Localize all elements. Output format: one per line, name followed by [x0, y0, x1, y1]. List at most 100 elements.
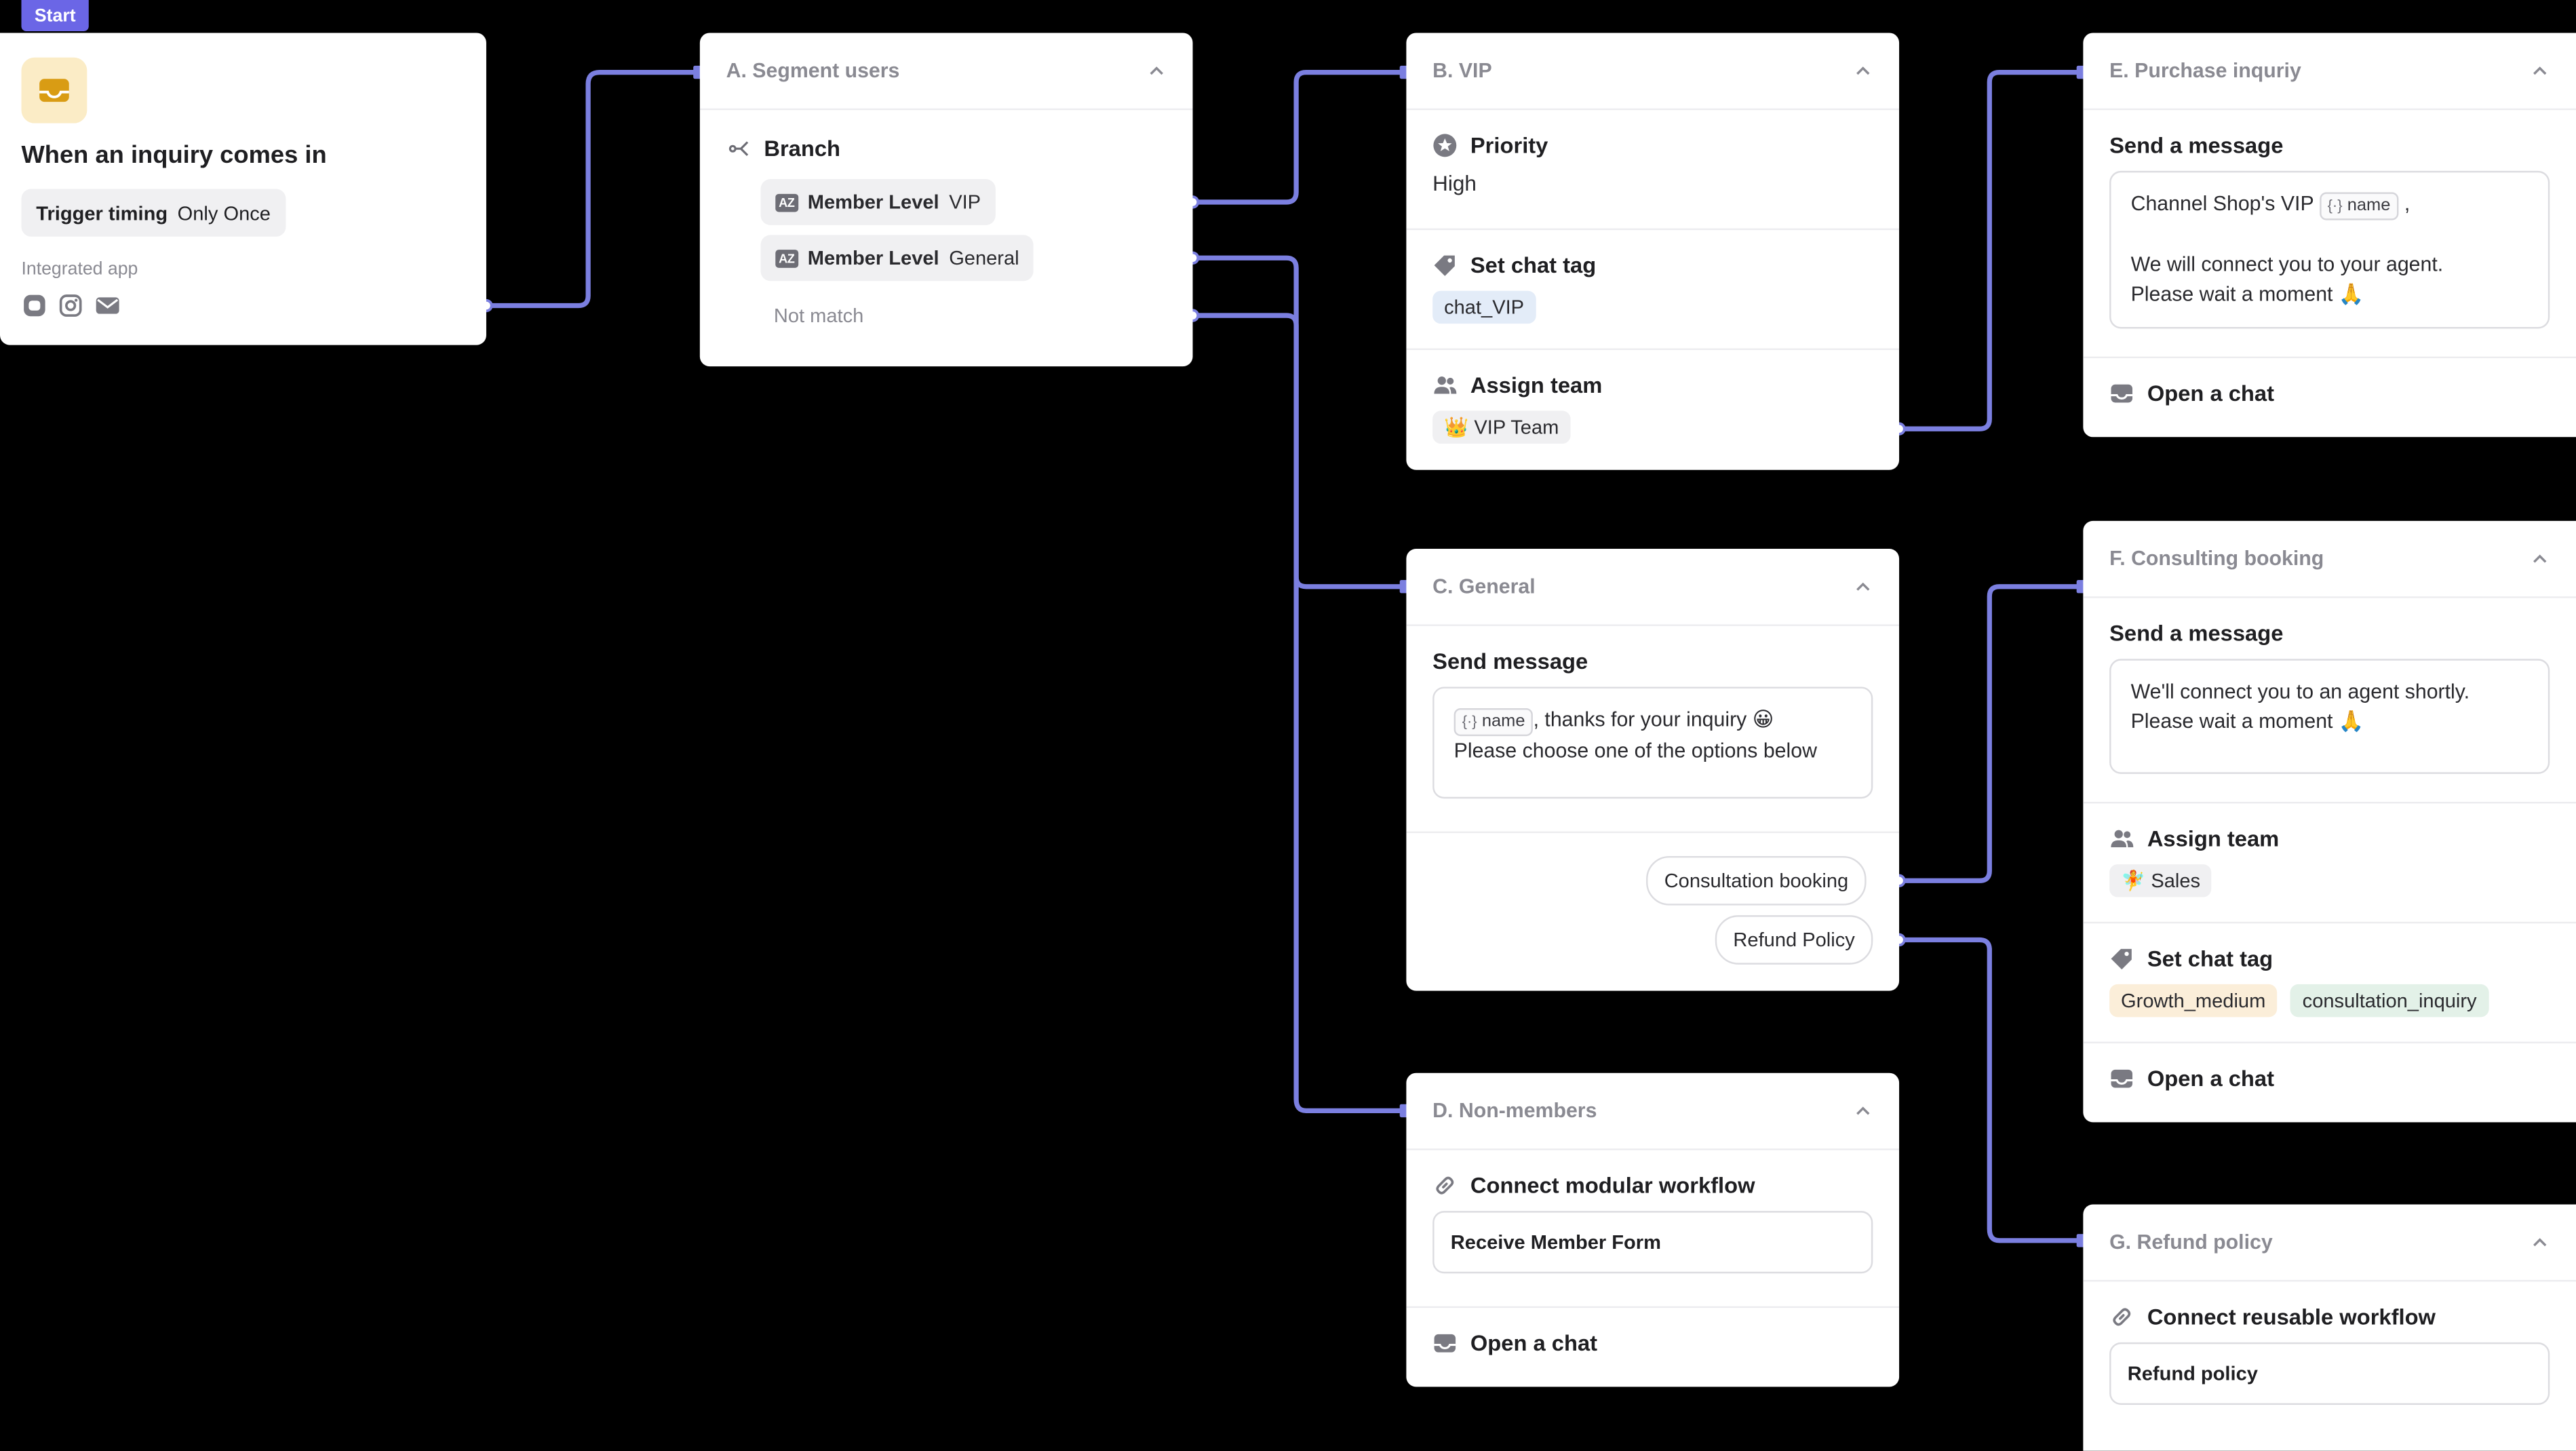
wire-vip-to-b [1192, 69, 1407, 205]
refund-policy-header[interactable]: G. Refund policy [2083, 1204, 2576, 1282]
chat-tag-label: Set chat tag [1470, 253, 1597, 278]
message-line-2: Please choose one of the options below [1453, 739, 1817, 762]
refund-policy-card[interactable]: G. Refund policy Connect reusable workfl… [2083, 1204, 2576, 1451]
message-suffix: , [2404, 192, 2411, 216]
message-line-1: , thanks for your inquiry 😀 [1533, 708, 1774, 731]
link-icon [2113, 1308, 2131, 1326]
team-icon [2111, 830, 2134, 848]
branch-not-match[interactable]: Not match [773, 304, 864, 328]
chat-tag-chip: chat_VIP [1432, 290, 1536, 324]
connect-workflow-label: Connect modular workflow [1470, 1173, 1755, 1198]
send-message-section[interactable]: Send a message Channel Shop's VIP {·}nam… [2083, 110, 2576, 359]
name-variable: {·}name [1453, 708, 1534, 737]
instagram-icon [59, 294, 82, 317]
assign-team-section[interactable]: Assign team 🧚 Sales [2083, 803, 2576, 924]
tag-icon [1434, 255, 1455, 276]
send-message-label: Send message [1432, 649, 1588, 674]
branch-option-key: Member Level [807, 190, 939, 214]
message-body[interactable]: {·}name, thanks for your inquiry 😀 Pleas… [1432, 686, 1873, 799]
segment-users-card[interactable]: A. Segment users Branch AZ Member Level … [699, 33, 1193, 367]
variable-braces-icon: {·} [1462, 713, 1477, 730]
open-chat-section[interactable]: Open a chat [1406, 1308, 1899, 1378]
collapse-chevron-icon[interactable] [1853, 577, 1873, 596]
workflow-refund-policy[interactable]: Refund policy [2109, 1342, 2550, 1405]
segment-users-header[interactable]: A. Segment users [699, 33, 1193, 111]
trigger-timing-chip[interactable]: Trigger timing Only Once [21, 189, 286, 237]
consultation-booking-button[interactable]: Consultation booking [1646, 855, 1867, 906]
consulting-booking-header[interactable]: F. Consulting booking [2083, 521, 2576, 598]
collapse-chevron-icon[interactable] [1853, 1101, 1873, 1121]
refund-policy-button[interactable]: Refund Policy [1715, 915, 1873, 965]
start-tag: Start [21, 0, 89, 32]
branch-icon [728, 141, 749, 157]
connect-workflow-section[interactable]: Connect modular workflow Receive Member … [1406, 1150, 1900, 1309]
chat-tag-section[interactable]: Set chat tag chat_VIP [1406, 230, 1900, 350]
message-body[interactable]: Channel Shop's VIP {·}name , We will con… [2109, 170, 2550, 329]
collapse-chevron-icon[interactable] [1853, 61, 1873, 81]
star-icon [1433, 134, 1457, 157]
priority-label: Priority [1470, 133, 1548, 158]
general-card[interactable]: C. General Send message {·}name, thanks … [1406, 549, 1900, 991]
collapse-chevron-icon[interactable] [1147, 61, 1167, 81]
purchase-inquiry-card[interactable]: E. Purchase inquriy Send a message Chann… [2083, 33, 2576, 438]
trigger-timing-label: Trigger timing [36, 201, 168, 225]
non-members-card[interactable]: D. Non-members Connect modular workflow … [1406, 1072, 1900, 1387]
open-chat-section[interactable]: Open a chat [2083, 1043, 2576, 1114]
priority-section[interactable]: Priority High [1406, 110, 1900, 231]
send-message-section[interactable]: Send message {·}name, thanks for your in… [1406, 626, 1900, 834]
consulting-booking-title: F. Consulting booking [2109, 547, 2324, 570]
variable-name: name [2347, 195, 2391, 216]
branch-option-general[interactable]: AZ Member Level General [760, 235, 1034, 282]
variable-braces-icon: {·} [2327, 197, 2343, 214]
message-line-2: Please wait a moment 🙏 [2130, 710, 2364, 733]
wire-b-to-e [1899, 69, 2084, 431]
integrated-apps [23, 294, 120, 317]
collapse-chevron-icon[interactable] [2530, 1233, 2550, 1252]
branch-row: Branch [728, 136, 840, 161]
inbox-icon [2111, 384, 2133, 403]
branch-option-vip[interactable]: AZ Member Level VIP [760, 179, 996, 225]
message-body[interactable]: We'll connect you to an agent shortly. P… [2109, 659, 2550, 774]
vip-header[interactable]: B. VIP [1406, 33, 1900, 111]
assign-team-label: Assign team [2147, 826, 2280, 851]
wire-consult-to-f [1899, 584, 2084, 883]
branch-label: Branch [764, 136, 840, 161]
collapse-chevron-icon[interactable] [2530, 549, 2550, 568]
tag-icon [2111, 948, 2132, 970]
assign-team-label: Assign team [1470, 372, 1603, 398]
wire-refund-to-g [1899, 937, 2084, 1243]
chat-tag-chip-growth: Growth_medium [2109, 984, 2278, 1018]
team-icon [1434, 376, 1457, 394]
priority-value: High [1432, 170, 1477, 196]
start-trigger-card[interactable]: When an inquiry comes in Trigger timing … [0, 33, 486, 345]
workflow-receive-member-form[interactable]: Receive Member Form [1432, 1211, 1873, 1274]
link-icon [1436, 1176, 1454, 1195]
general-header[interactable]: C. General [1406, 549, 1900, 626]
open-chat-section[interactable]: Open a chat [2083, 358, 2576, 429]
non-members-header[interactable]: D. Non-members [1406, 1073, 1900, 1150]
team-chip: 👑 VIP Team [1432, 410, 1571, 444]
inbox-icon [1434, 1334, 1456, 1353]
mail-icon [96, 297, 119, 314]
vip-card[interactable]: B. VIP Priority High Set chat tag chat_V… [1406, 33, 1900, 470]
branch-option-key: Member Level [807, 246, 939, 270]
send-message-section[interactable]: Send a message We'll connect you to an a… [2083, 598, 2576, 804]
consulting-booking-card[interactable]: F. Consulting booking Send a message We'… [2083, 520, 2576, 1123]
purchase-inquiry-title: E. Purchase inquriy [2109, 59, 2301, 83]
purchase-inquiry-header[interactable]: E. Purchase inquriy [2083, 33, 2576, 111]
chat-tag-section[interactable]: Set chat tag Growth_medium consultation_… [2083, 923, 2576, 1044]
assign-team-section[interactable]: Assign team 👑 VIP Team [1406, 350, 1899, 467]
collapse-chevron-icon[interactable] [2530, 61, 2550, 81]
chat-app-icon [24, 294, 45, 317]
segment-users-title: A. Segment users [726, 59, 900, 83]
open-chat-label: Open a chat [2147, 381, 2275, 406]
message-prefix: Channel Shop's VIP [2130, 192, 2314, 216]
vip-title: B. VIP [1432, 59, 1492, 83]
inbox-icon [21, 57, 87, 123]
branch-option-value: General [949, 246, 1019, 270]
send-message-label: Send a message [2109, 133, 2284, 158]
send-message-label: Send a message [2109, 621, 2284, 646]
open-chat-label: Open a chat [2147, 1066, 2275, 1091]
connect-workflow-section[interactable]: Connect reusable workflow Refund policy [2083, 1281, 2576, 1428]
